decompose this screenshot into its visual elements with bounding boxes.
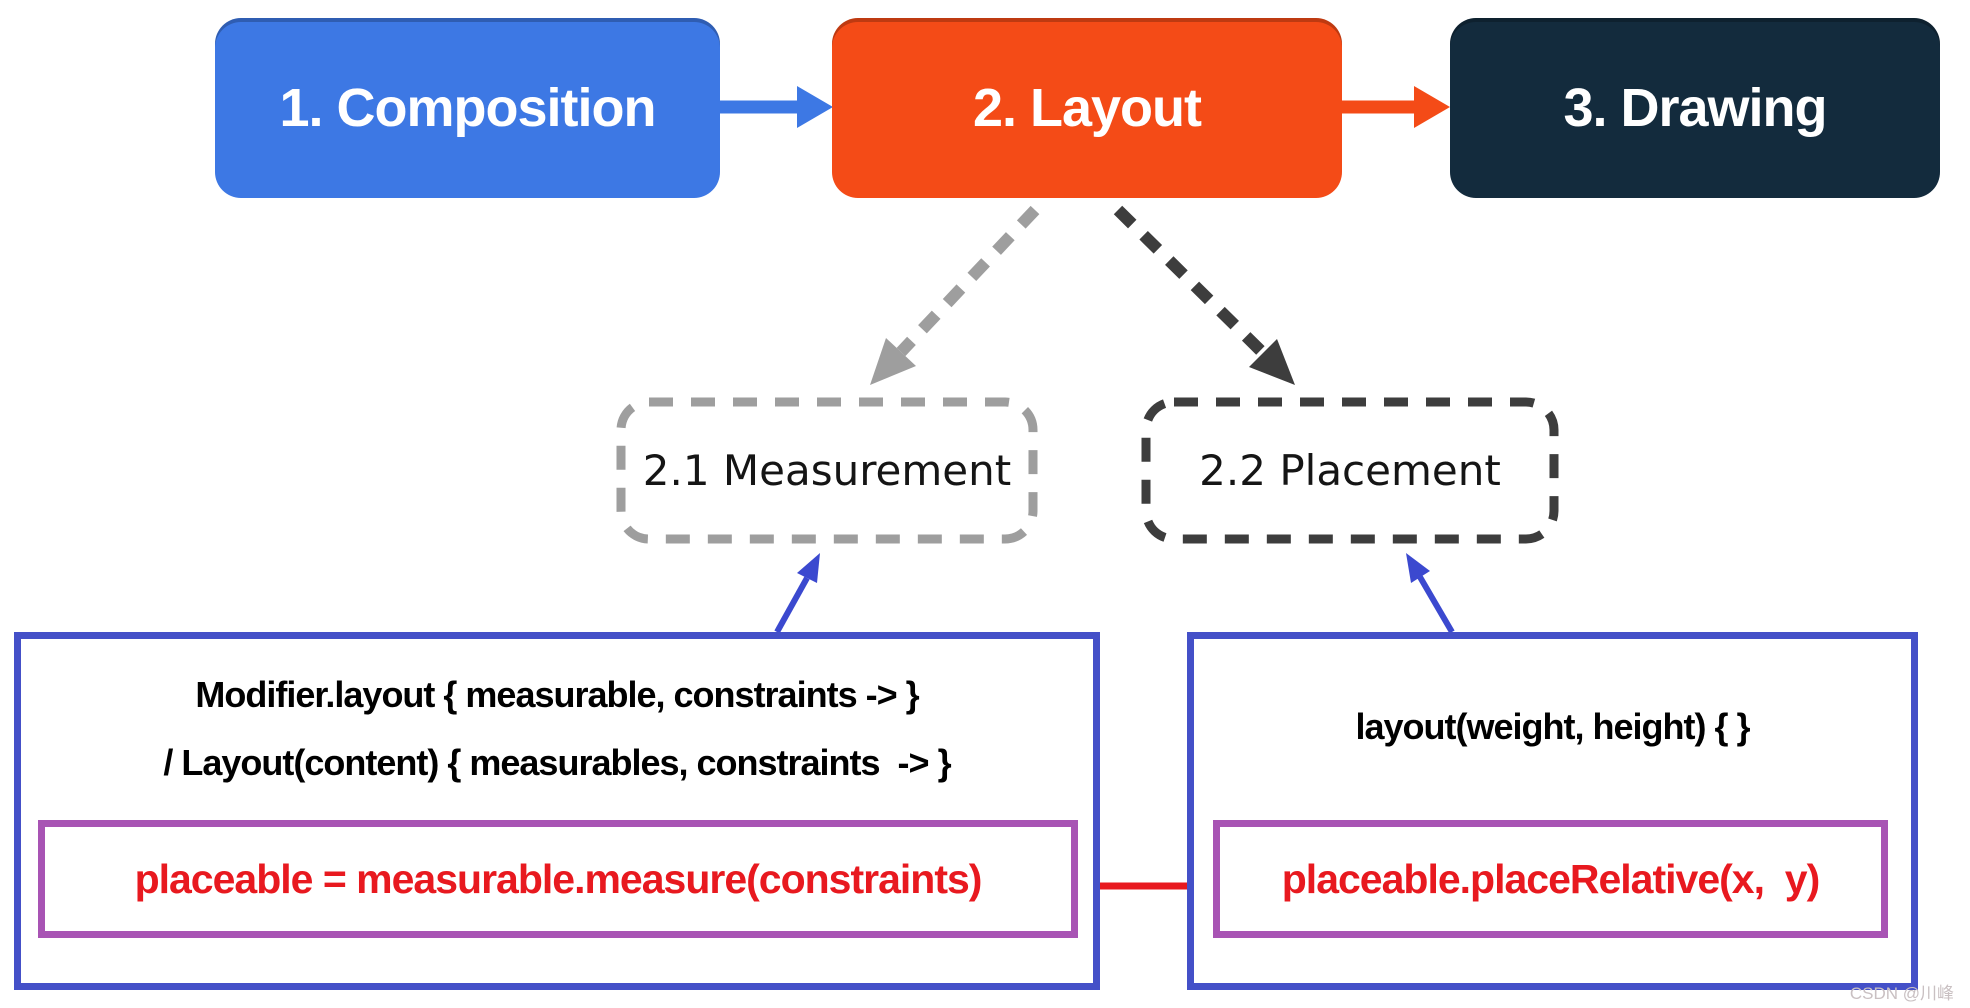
phase-box-composition: 1. Composition: [215, 18, 720, 198]
flow-arrow-composition-to-layout: [718, 86, 833, 128]
watermark: CSDN @川峰: [1849, 984, 1954, 1003]
subphase-label-measurement: 2.1 Measurement: [642, 446, 1012, 495]
subphase-box-placement: 2.2 Placement: [1142, 398, 1558, 543]
phase-label-drawing: 3. Drawing: [1563, 78, 1827, 138]
measurement-api-line-1: Modifier.layout { measurable, constraint…: [195, 674, 919, 715]
place-call-code: placeable.placeRelative(x, y): [1281, 855, 1820, 902]
flow-arrow-layout-to-drawing: [1342, 86, 1450, 128]
measure-call-box: placeable = measurable.measure(constrain…: [38, 820, 1078, 938]
placement-code-panel: layout(weight, height) { } placeable.pla…: [1187, 632, 1918, 990]
phase-box-drawing: 3. Drawing: [1450, 18, 1940, 198]
place-call-box: placeable.placeRelative(x, y): [1213, 820, 1888, 938]
measurement-api-lines: Modifier.layout { measurable, constraint…: [21, 639, 1093, 797]
placement-api-lines: layout(weight, height) { }: [1194, 639, 1911, 761]
measure-call-code: placeable = measurable.measure(constrain…: [134, 855, 983, 902]
dashed-arrow-to-placement: [1113, 205, 1295, 385]
subphase-label-placement: 2.2 Placement: [1199, 446, 1501, 495]
phase-label-composition: 1. Composition: [279, 78, 657, 138]
subphase-box-measurement: 2.1 Measurement: [617, 398, 1037, 543]
dashed-arrow-to-measurement: [870, 205, 1040, 385]
callout-arrow-placement: [1406, 553, 1455, 634]
measurement-code-panel: Modifier.layout { measurable, constraint…: [14, 632, 1100, 990]
placement-api-line-1: layout(weight, height) { }: [1355, 706, 1751, 747]
measurement-api-line-2: / Layout(content) { measurables, constra…: [163, 742, 951, 783]
phase-label-layout: 2. Layout: [972, 78, 1202, 138]
callout-arrow-measurement: [774, 553, 820, 634]
phase-box-layout: 2. Layout: [832, 18, 1342, 198]
